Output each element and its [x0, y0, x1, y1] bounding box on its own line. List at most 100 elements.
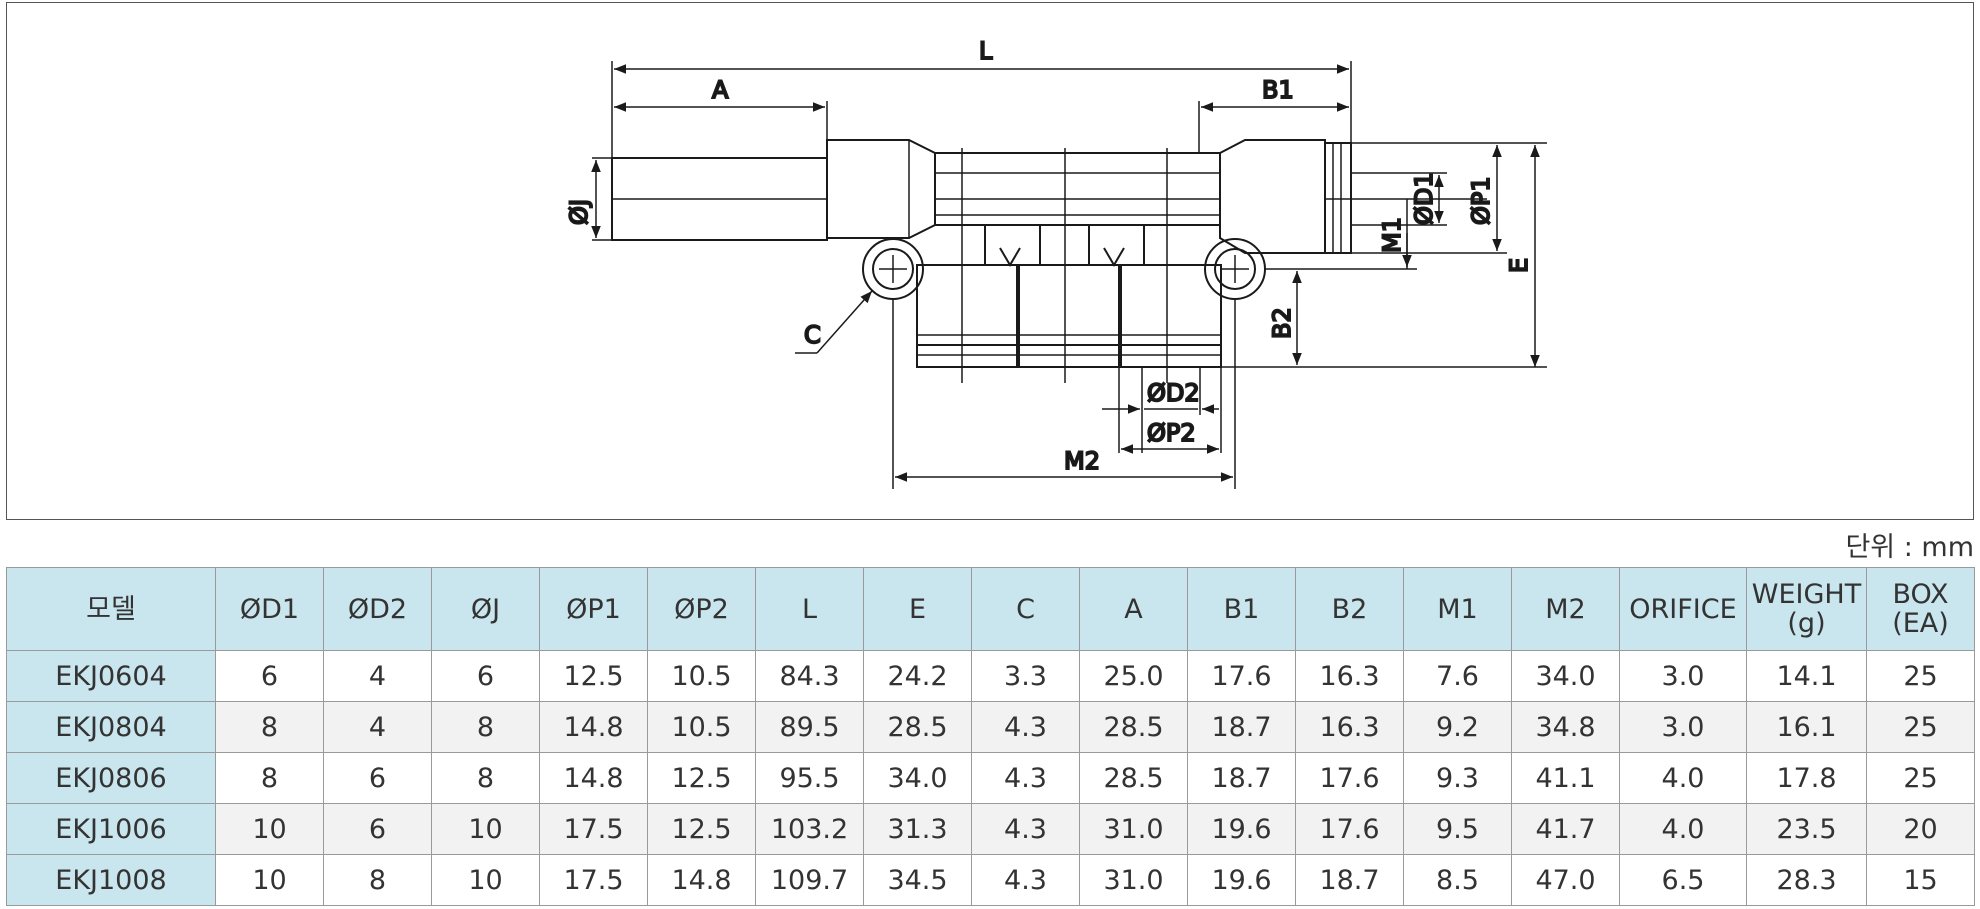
- column-header: ØD2: [323, 567, 432, 651]
- table-cell: 10: [431, 803, 540, 855]
- table-cell: 17.6: [1187, 650, 1296, 702]
- table-cell: 10: [431, 854, 540, 906]
- table-cell: 25.0: [1079, 650, 1188, 702]
- column-header-label: ØJ: [470, 593, 501, 625]
- table-cell: 7.6: [1403, 650, 1512, 702]
- table-cell: 3.0: [1619, 650, 1747, 702]
- table-cell: 6.5: [1619, 854, 1747, 906]
- dim-P1-label: ØP1: [1467, 176, 1495, 225]
- column-header-label: ØP1: [566, 593, 621, 625]
- mounting-holes: [862, 238, 1266, 300]
- table-cell: 8.5: [1403, 854, 1512, 906]
- column-header: M1: [1403, 567, 1512, 651]
- table-cell: 4.3: [971, 803, 1080, 855]
- table-cell: 4.0: [1619, 803, 1747, 855]
- table-cell: 15: [1866, 854, 1975, 906]
- table-cell: 10.5: [647, 701, 756, 753]
- table-cell: 4.3: [971, 854, 1080, 906]
- column-header: BOX(EA): [1866, 567, 1975, 651]
- model-cell: EKJ1008: [6, 854, 216, 906]
- dim-A: [614, 101, 828, 140]
- table-cell: 109.7: [755, 854, 864, 906]
- column-header-label: WEIGHT: [1751, 579, 1862, 610]
- table-cell: 34.0: [1511, 650, 1620, 702]
- right-body: [1219, 139, 1487, 254]
- dim-P2-label: ØP2: [1147, 419, 1196, 447]
- table-cell: 16.1: [1746, 701, 1867, 753]
- table-cell: 10.5: [647, 650, 756, 702]
- table-cell: 41.1: [1511, 752, 1620, 804]
- table-cell: 14.8: [539, 752, 648, 804]
- table-cell: 9.5: [1403, 803, 1512, 855]
- dim-J: [591, 157, 612, 241]
- table-cell: 34.0: [863, 752, 972, 804]
- column-header-label: L: [801, 593, 818, 625]
- column-header-label: 모델: [86, 593, 136, 625]
- table-cell: 8: [215, 701, 324, 753]
- dim-C: [795, 290, 873, 354]
- fitting-diagram: L A B1 ØJ C: [564, 36, 1547, 489]
- table-cell: 8: [215, 752, 324, 804]
- table-cell: 14.1: [1746, 650, 1867, 702]
- table-cell: 4.3: [971, 701, 1080, 753]
- table-cell: 6: [323, 752, 432, 804]
- table-cell: 84.3: [755, 650, 864, 702]
- dim-D1-label: ØD1: [1410, 172, 1438, 225]
- table-cell: 18.7: [1295, 854, 1404, 906]
- table-cell: 4.3: [971, 752, 1080, 804]
- column-header-label: M1: [1437, 593, 1478, 625]
- model-cell: EKJ0804: [6, 701, 216, 753]
- table-cell: 12.5: [647, 752, 756, 804]
- table-cell: 9.3: [1403, 752, 1512, 804]
- table-cell: 25: [1866, 752, 1975, 804]
- dim-E-label: E: [1505, 258, 1533, 273]
- column-header: E: [863, 567, 972, 651]
- left-tube: [611, 157, 828, 241]
- table-cell: 103.2: [755, 803, 864, 855]
- table-cell: 12.5: [647, 803, 756, 855]
- left-body: [826, 139, 936, 239]
- column-header: ØJ: [431, 567, 540, 651]
- table-cell: 12.5: [539, 650, 648, 702]
- dim-right: [1221, 142, 1547, 368]
- dim-M2: [892, 299, 1236, 489]
- model-cell: EKJ1006: [6, 803, 216, 855]
- column-header-label: BOX: [1892, 579, 1949, 610]
- column-header: B1: [1187, 567, 1296, 651]
- column-header: ØD1: [215, 567, 324, 651]
- dim-B1-label: B1: [1262, 76, 1294, 104]
- table-cell: 17.6: [1295, 752, 1404, 804]
- table-cell: 17.5: [539, 854, 648, 906]
- table-cell: 25: [1866, 701, 1975, 753]
- table-cell: 89.5: [755, 701, 864, 753]
- column-header-label: ØD2: [347, 593, 408, 625]
- table-cell: 23.5: [1746, 803, 1867, 855]
- column-header-label: ORIFICE: [1629, 593, 1737, 625]
- table-cell: 6: [431, 650, 540, 702]
- table-cell: 28.3: [1746, 854, 1867, 906]
- table-cell: 3.0: [1619, 701, 1747, 753]
- table-cell: 31.0: [1079, 803, 1188, 855]
- dim-M2-label: M2: [1064, 447, 1100, 475]
- table-cell: 8: [431, 752, 540, 804]
- dim-L-label: L: [979, 37, 993, 65]
- column-header-label: ØP2: [674, 593, 729, 625]
- table-cell: 24.2: [863, 650, 972, 702]
- column-header: A: [1079, 567, 1188, 651]
- model-cell: EKJ0806: [6, 752, 216, 804]
- table-cell: 16.3: [1295, 701, 1404, 753]
- column-header-unit: (g): [1787, 608, 1826, 639]
- table-cell: 95.5: [755, 752, 864, 804]
- column-header-label: C: [1016, 593, 1035, 625]
- table-cell: 14.8: [647, 854, 756, 906]
- column-header: B2: [1295, 567, 1404, 651]
- dim-bottom: [1102, 367, 1222, 454]
- table-cell: 17.6: [1295, 803, 1404, 855]
- column-header: ØP1: [539, 567, 648, 651]
- column-header: 모델: [6, 567, 216, 651]
- table-cell: 41.7: [1511, 803, 1620, 855]
